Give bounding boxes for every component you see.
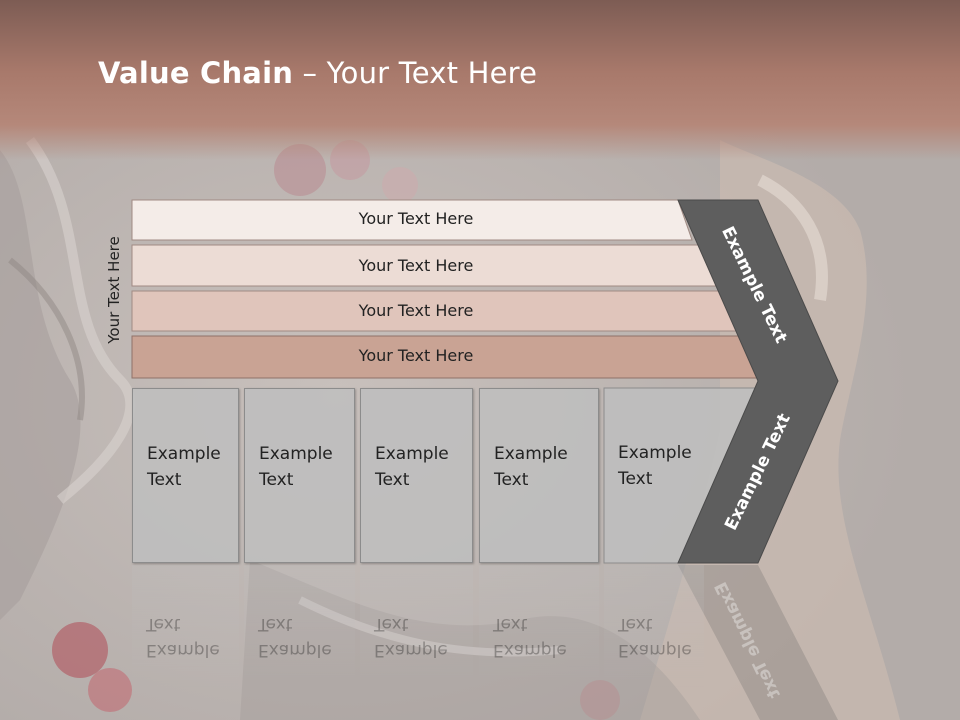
column-3-line1: Example <box>375 444 449 464</box>
column-4-line2: Text <box>494 470 529 490</box>
vertical-axis-label: Your Text Here <box>105 236 123 344</box>
column-2-line1: Example <box>259 444 333 464</box>
column-5-line1: Example <box>618 443 692 463</box>
title-rest: – Your Text Here <box>293 56 538 90</box>
row-label-3: Your Text Here <box>358 301 474 320</box>
column-4-line1: Example <box>494 444 568 464</box>
row-label-4: Your Text Here <box>358 346 474 365</box>
column-5-line2: Text <box>618 469 653 489</box>
chevron-arrow <box>677 199 839 564</box>
header-band <box>0 0 960 160</box>
row-label-1: Your Text Here <box>358 209 474 228</box>
row-bar-1 <box>131 199 693 241</box>
column-3-line2: Text <box>375 470 410 490</box>
column-1-line1: Example <box>147 444 221 464</box>
row-label-2: Your Text Here <box>358 256 474 275</box>
title-bold: Value Chain <box>98 56 294 90</box>
slide-title: Value Chain – Your Text Here <box>98 56 537 90</box>
chevron-reflection <box>678 565 838 720</box>
row-bars <box>131 199 763 379</box>
column-2-line2: Text <box>259 470 294 490</box>
column-1-line2: Text <box>147 470 182 490</box>
